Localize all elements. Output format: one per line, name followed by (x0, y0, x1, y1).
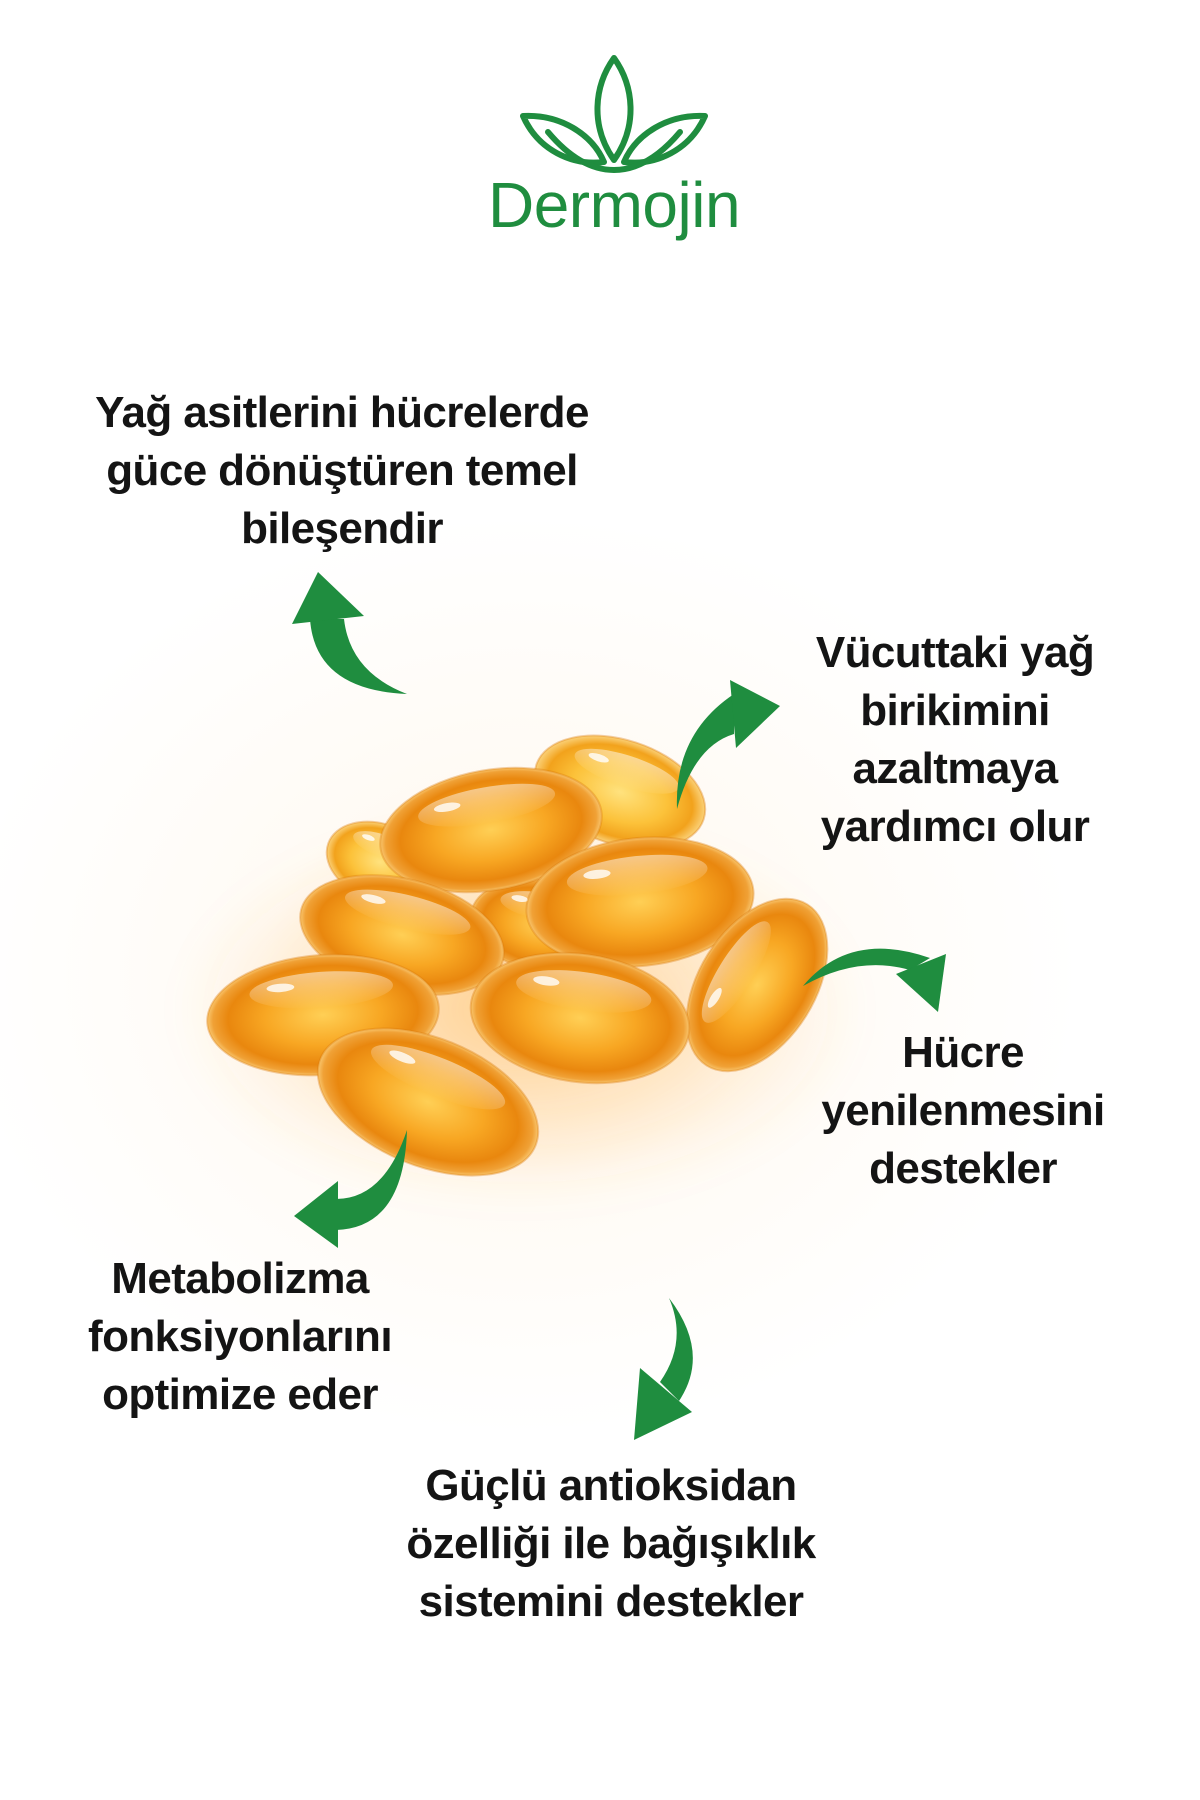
curved-arrow-down-right-icon (803, 948, 946, 1012)
benefit-line: yardımcı olur (820, 802, 1090, 851)
softgel-capsule (469, 951, 691, 1085)
leaf-logo-icon (520, 55, 708, 173)
softgel-capsule-cluster (206, 734, 829, 1177)
benefit-line: Yağ asitlerini hücrelerde (95, 388, 589, 437)
benefit-line: Metabolizma (111, 1254, 369, 1303)
benefit-line: bileşendir (241, 504, 443, 553)
softgel-capsule (525, 836, 755, 968)
benefit-line: azaltmaya (852, 744, 1059, 793)
benefit-antioxidant: Güçlü antioksidan özelliği ile bağışıklı… (331, 1457, 891, 1631)
softgel-capsule (379, 766, 603, 894)
brand-logo-text: Dermojin (487, 169, 741, 241)
softgel-capsule (685, 897, 829, 1073)
benefit-line: birikimini (860, 686, 1050, 735)
curved-arrow-up-right-icon (676, 680, 780, 809)
benefit-line: Güçlü antioksidan (425, 1461, 797, 1510)
benefit-fatty-acids: Yağ asitlerini hücrelerde güce dönüştüre… (62, 384, 622, 558)
benefit-line: sistemini destekler (418, 1577, 804, 1626)
benefit-metabolism: Metabolizma fonksiyonlarını optimize ede… (20, 1250, 460, 1424)
benefit-line: güce dönüştüren temel (106, 446, 578, 495)
softgel-capsule (316, 1027, 540, 1177)
curved-arrow-down-icon (634, 1298, 693, 1440)
curved-arrow-up-icon (292, 572, 407, 694)
benefit-line: fonksiyonlarını (88, 1312, 393, 1361)
benefit-line: Vücuttaki yağ (815, 628, 1095, 677)
benefit-cell-renewal: Hücre yenilenmesini destekler (763, 1024, 1163, 1198)
benefit-line: yenilenmesini (821, 1086, 1105, 1135)
benefit-line: Hücre (902, 1028, 1024, 1077)
benefit-line: destekler (869, 1144, 1057, 1193)
benefit-line: optimize eder (102, 1370, 378, 1419)
benefit-line: özelliği ile bağışıklık (406, 1519, 816, 1568)
curved-arrow-down-left-icon (294, 1130, 407, 1248)
benefit-fat-reduction: Vücuttaki yağ birikimini azaltmaya yardı… (755, 624, 1155, 856)
